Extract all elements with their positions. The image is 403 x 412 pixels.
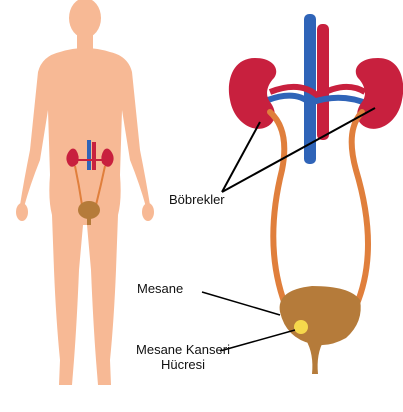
bladder (280, 286, 361, 345)
kidneys-label: Böbrekler (169, 193, 225, 208)
urethra (306, 340, 324, 374)
aorta (317, 24, 329, 140)
cancer-cell-label-line1: Mesane Kanseri (133, 343, 233, 358)
large-urinary-system (202, 14, 403, 374)
cancer-cell-label-line2: Hücresi (133, 358, 233, 373)
cancer-cell-label: Mesane Kanseri Hücresi (133, 343, 233, 373)
left-kidney (229, 58, 276, 129)
right-ureter (352, 112, 368, 306)
bladder-pointer (202, 292, 280, 315)
human-body-silhouette (16, 0, 154, 385)
cancer-cell (294, 320, 308, 334)
left-ureter (270, 112, 288, 312)
bladder-label: Mesane (137, 282, 183, 297)
